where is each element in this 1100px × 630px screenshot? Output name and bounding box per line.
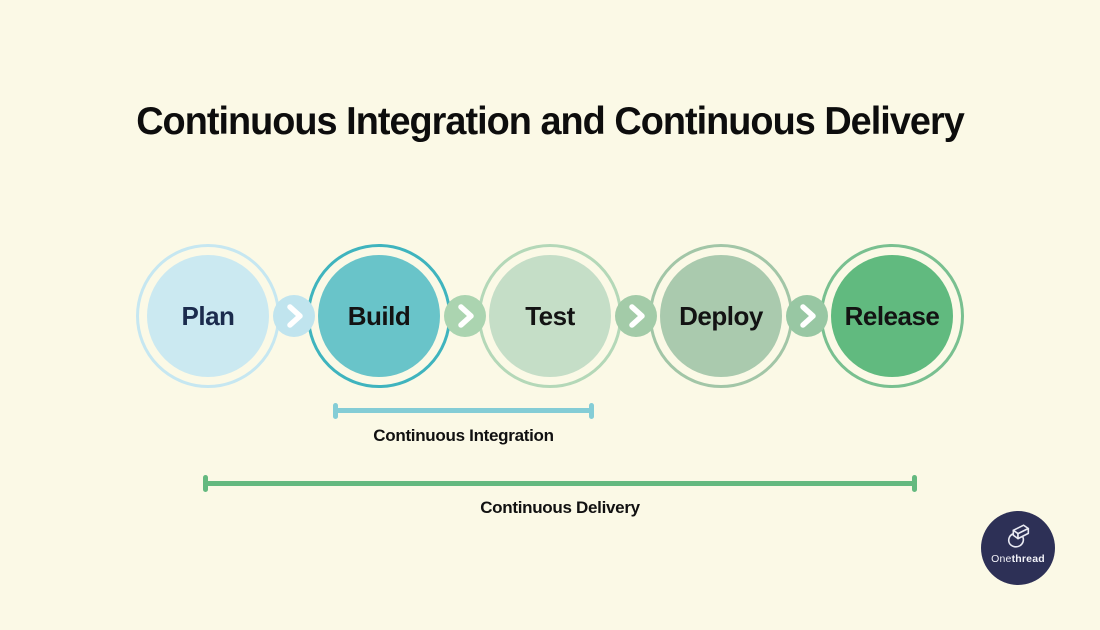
continuous-delivery-bracket	[203, 475, 917, 492]
onethread-logo: Onethread	[981, 511, 1055, 585]
stage-fill: Release	[831, 255, 953, 377]
stage-label-build: Build	[347, 300, 411, 331]
continuous-delivery-label: Continuous Delivery	[480, 498, 640, 517]
stage-circle-deploy: Deploy	[649, 244, 793, 388]
stage-label-plan: Plan	[181, 300, 235, 331]
thread-spool-icon	[1007, 524, 1030, 548]
stage-fill: Build	[318, 255, 440, 377]
page-title: Continuous Integration and Continuous De…	[136, 100, 965, 143]
bracket-cap	[912, 475, 917, 492]
stage-circle-build: Build	[307, 244, 451, 388]
stage-circle-test: Test	[478, 244, 622, 388]
stage-fill: Plan	[147, 255, 269, 377]
bracket-cap	[203, 475, 208, 492]
chevron-right-icon	[444, 295, 486, 337]
chevron-right-icon	[786, 295, 828, 337]
stage-circle-plan: Plan	[136, 244, 280, 388]
continuous-integration-label: Continuous Integration	[373, 426, 554, 445]
bracket-line	[333, 408, 594, 413]
bracket-cap	[333, 403, 338, 419]
bracket-line	[203, 481, 917, 486]
chevron-right-icon	[615, 295, 657, 337]
stage-label-deploy: Deploy	[679, 300, 763, 331]
logo-text: Onethread	[991, 553, 1045, 565]
continuous-integration-bracket	[333, 403, 594, 419]
bracket-cap	[589, 403, 594, 419]
chevron-right-icon	[273, 295, 315, 337]
stage-fill: Test	[489, 255, 611, 377]
stage-fill: Deploy	[660, 255, 782, 377]
stage-label-test: Test	[525, 300, 575, 331]
stage-label-release: Release	[844, 300, 940, 331]
stage-circle-release: Release	[820, 244, 964, 388]
